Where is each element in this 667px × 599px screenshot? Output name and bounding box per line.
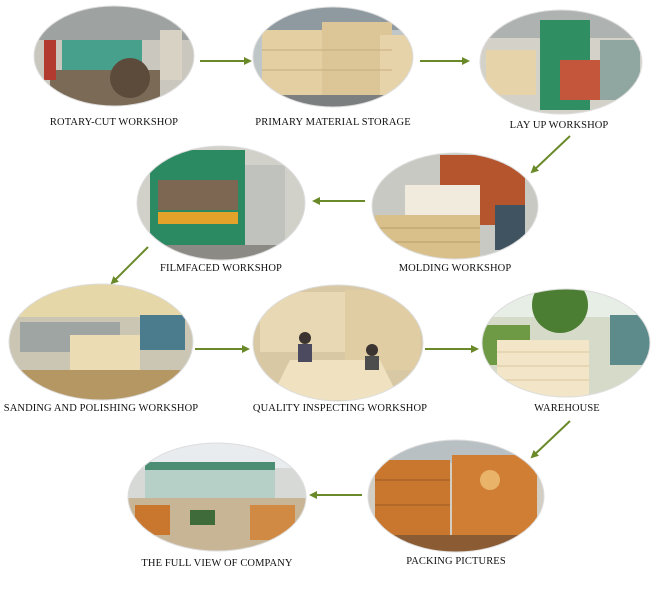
label-sanding: SANDING AND POLISHING WORKSHOP [3,403,199,414]
label-packing: PACKING PICTURES [406,556,506,567]
arrow-5-to-6 [110,246,149,285]
photo-filmfaced [137,146,305,260]
photo-lay-up [480,10,642,114]
label-company: THE FULL VIEW OF COMPANY [141,558,293,569]
photo-sanding [9,284,193,400]
label-material-storage: PRIMARY MATERIAL STORAGE [255,117,411,128]
photo-rotary-cut [34,6,194,106]
label-quality-inspecting: QUALITY INSPECTING WORKSHOP [252,403,428,414]
label-molding: MOLDING WORKSHOP [398,263,512,274]
photo-material-storage [253,7,413,107]
arrow-3-to-4 [530,135,571,174]
label-rotary-cut: ROTARY-CUT WORKSHOP [49,117,179,128]
photo-quality-inspecting [253,285,423,401]
label-lay-up: LAY UP WORKSHOP [509,120,609,131]
photo-molding [372,153,538,259]
photo-packing [368,440,544,552]
label-filmfaced: FILMFACED WORKSHOP [160,263,282,274]
label-warehouse: WAREHOUSE [534,403,600,414]
arrow-8-to-9 [530,420,571,459]
